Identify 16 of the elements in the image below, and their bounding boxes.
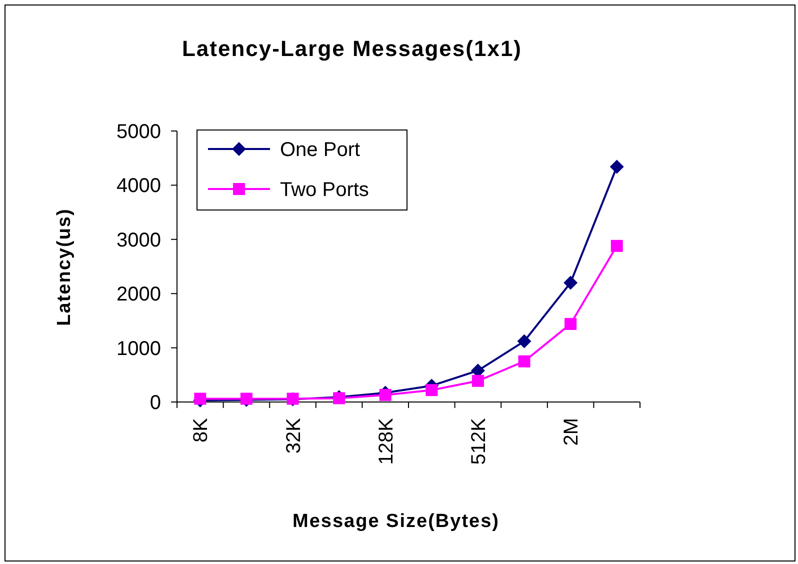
legend-text: One Port [280,139,360,161]
tick-label: 8K [190,418,212,442]
tick-label: 5000 [116,121,161,143]
tick-label: 0 [150,392,161,414]
axis-label: Latency(us) [54,208,75,326]
chart-title: Latency-Large Messages(1x1) [182,36,522,61]
tick-label: 128K [375,418,398,465]
legend-text: Two Ports [280,179,369,201]
tick-label: 4000 [116,175,161,198]
tick-label: 3000 [116,229,161,252]
tick-label: 1000 [116,338,161,360]
axis-label: Message Size(Bytes) [292,511,500,532]
tick-label: 32K [282,418,305,454]
tick-label: 2000 [116,284,161,306]
tick-label: 2M [560,418,583,446]
tick-label: 512K [468,418,490,465]
